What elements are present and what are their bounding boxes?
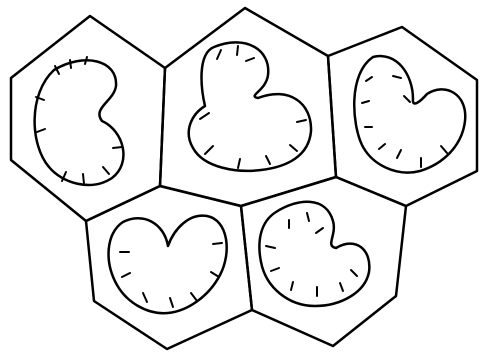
tick-mark [113,147,122,148]
tick-mark [211,272,219,277]
tick-mark [200,113,209,119]
tick-mark [246,58,254,61]
tick-mark [83,174,84,184]
tick-mark [397,150,401,158]
tick-mark [266,156,270,164]
cell-bottom-left [86,186,252,349]
tick-mark [307,213,309,221]
tick-mark [297,120,306,122]
tick-mark [103,167,109,174]
hexagon-outline [328,27,477,206]
tick-mark [213,243,222,244]
tick-mark [379,144,385,149]
tick-mark [340,283,343,291]
tick-mark [351,270,357,276]
tick-mark [266,246,275,248]
tick-mark [316,228,323,233]
cell-top-right [328,27,477,206]
tick-mark [441,146,447,153]
tick-mark [122,273,130,277]
tick-mark [205,146,213,154]
hexagon-outline [160,8,336,206]
tick-mark [37,129,45,132]
tick-mark [217,50,221,59]
hexagon-outline [241,177,406,346]
heart-shaped-organ [109,216,227,314]
cell-bottom-right [241,177,406,346]
tick-mark [404,96,410,102]
cell-top-center [160,8,336,206]
tick-mark [238,159,240,168]
tick-mark [393,76,401,78]
heart-shaped-organ [354,56,465,172]
cell-top-left [11,16,165,221]
tick-mark [170,298,173,307]
tick-mark [143,293,147,302]
tick-mark [366,77,372,81]
tick-mark [70,60,71,68]
tick-mark [362,101,369,103]
tick-mark [291,282,293,290]
tick-mark [271,268,279,271]
tick-mark [85,57,87,64]
tick-mark [191,293,197,301]
heart-shaped-organ [259,202,369,306]
tick-mark [237,46,238,55]
tick-mark [290,145,297,151]
heart-shaped-organ [35,60,124,185]
